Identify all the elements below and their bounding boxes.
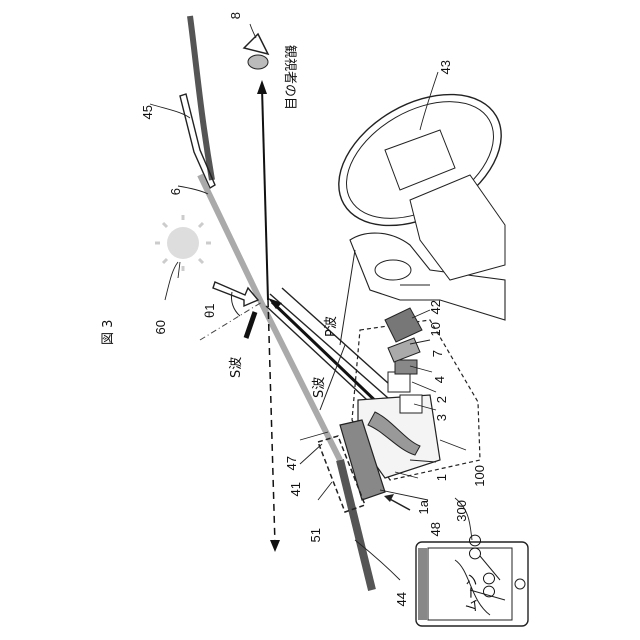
figure-title: 図 3 <box>101 320 116 345</box>
display-board <box>385 308 422 342</box>
s-wave-label-top: S波 <box>229 357 244 378</box>
windshield-glass <box>200 175 340 460</box>
label-41: 41 <box>288 482 303 496</box>
label-45: 45 <box>140 105 155 119</box>
label-8: 8 <box>228 12 243 19</box>
phone-text-1: 〇〇 <box>469 534 484 560</box>
part-2-box <box>388 372 410 392</box>
label-60: 60 <box>153 320 168 334</box>
label-100: 100 <box>472 465 487 487</box>
vent-ring <box>375 260 411 280</box>
label-51: 51 <box>308 528 323 542</box>
image-light-arrow <box>262 88 268 300</box>
transmitted-dashed-line <box>268 300 275 545</box>
arrow-head-eye <box>257 80 267 94</box>
arrow-head-dashed <box>270 540 280 552</box>
label-44: 44 <box>394 592 409 606</box>
part-45-strip <box>180 94 215 188</box>
angle-label: θ1 <box>202 304 217 318</box>
phone-text-2: 〇〇 <box>483 572 498 598</box>
sun-icon <box>155 215 211 271</box>
label-3: 3 <box>434 414 449 421</box>
label-6: 6 <box>168 188 183 195</box>
label-42: 42 <box>428 300 443 314</box>
label-48: 48 <box>428 522 443 536</box>
display-panel-7 <box>388 338 420 362</box>
label-1: 1 <box>434 474 449 481</box>
phone-text-3: ムーン <box>465 574 480 612</box>
label-300: 300 <box>454 500 469 522</box>
part-3-box <box>400 395 422 413</box>
windshield-top-edge <box>190 16 212 180</box>
viewer-eye-label: 観視者の目 <box>282 45 297 110</box>
label-43: 43 <box>438 60 453 74</box>
smartphone: 〇〇 〇〇 ムーン <box>416 534 528 626</box>
label-47: 47 <box>284 456 299 470</box>
label-4: 4 <box>432 376 447 383</box>
steering-column <box>410 175 505 280</box>
p-wave-label: P波 <box>324 316 339 337</box>
viewer-eye-icon <box>244 34 268 69</box>
label-7: 7 <box>430 350 445 357</box>
arrow-to-plate <box>388 498 410 510</box>
s-wave-reflected <box>246 312 255 338</box>
arrow-head-p <box>268 298 282 309</box>
label-1a: 1a <box>416 499 431 514</box>
steering-hub <box>385 130 455 190</box>
s-wave-label-bottom: S波 <box>312 377 327 398</box>
label-10: 10 <box>428 322 443 336</box>
label-2: 2 <box>434 396 449 403</box>
